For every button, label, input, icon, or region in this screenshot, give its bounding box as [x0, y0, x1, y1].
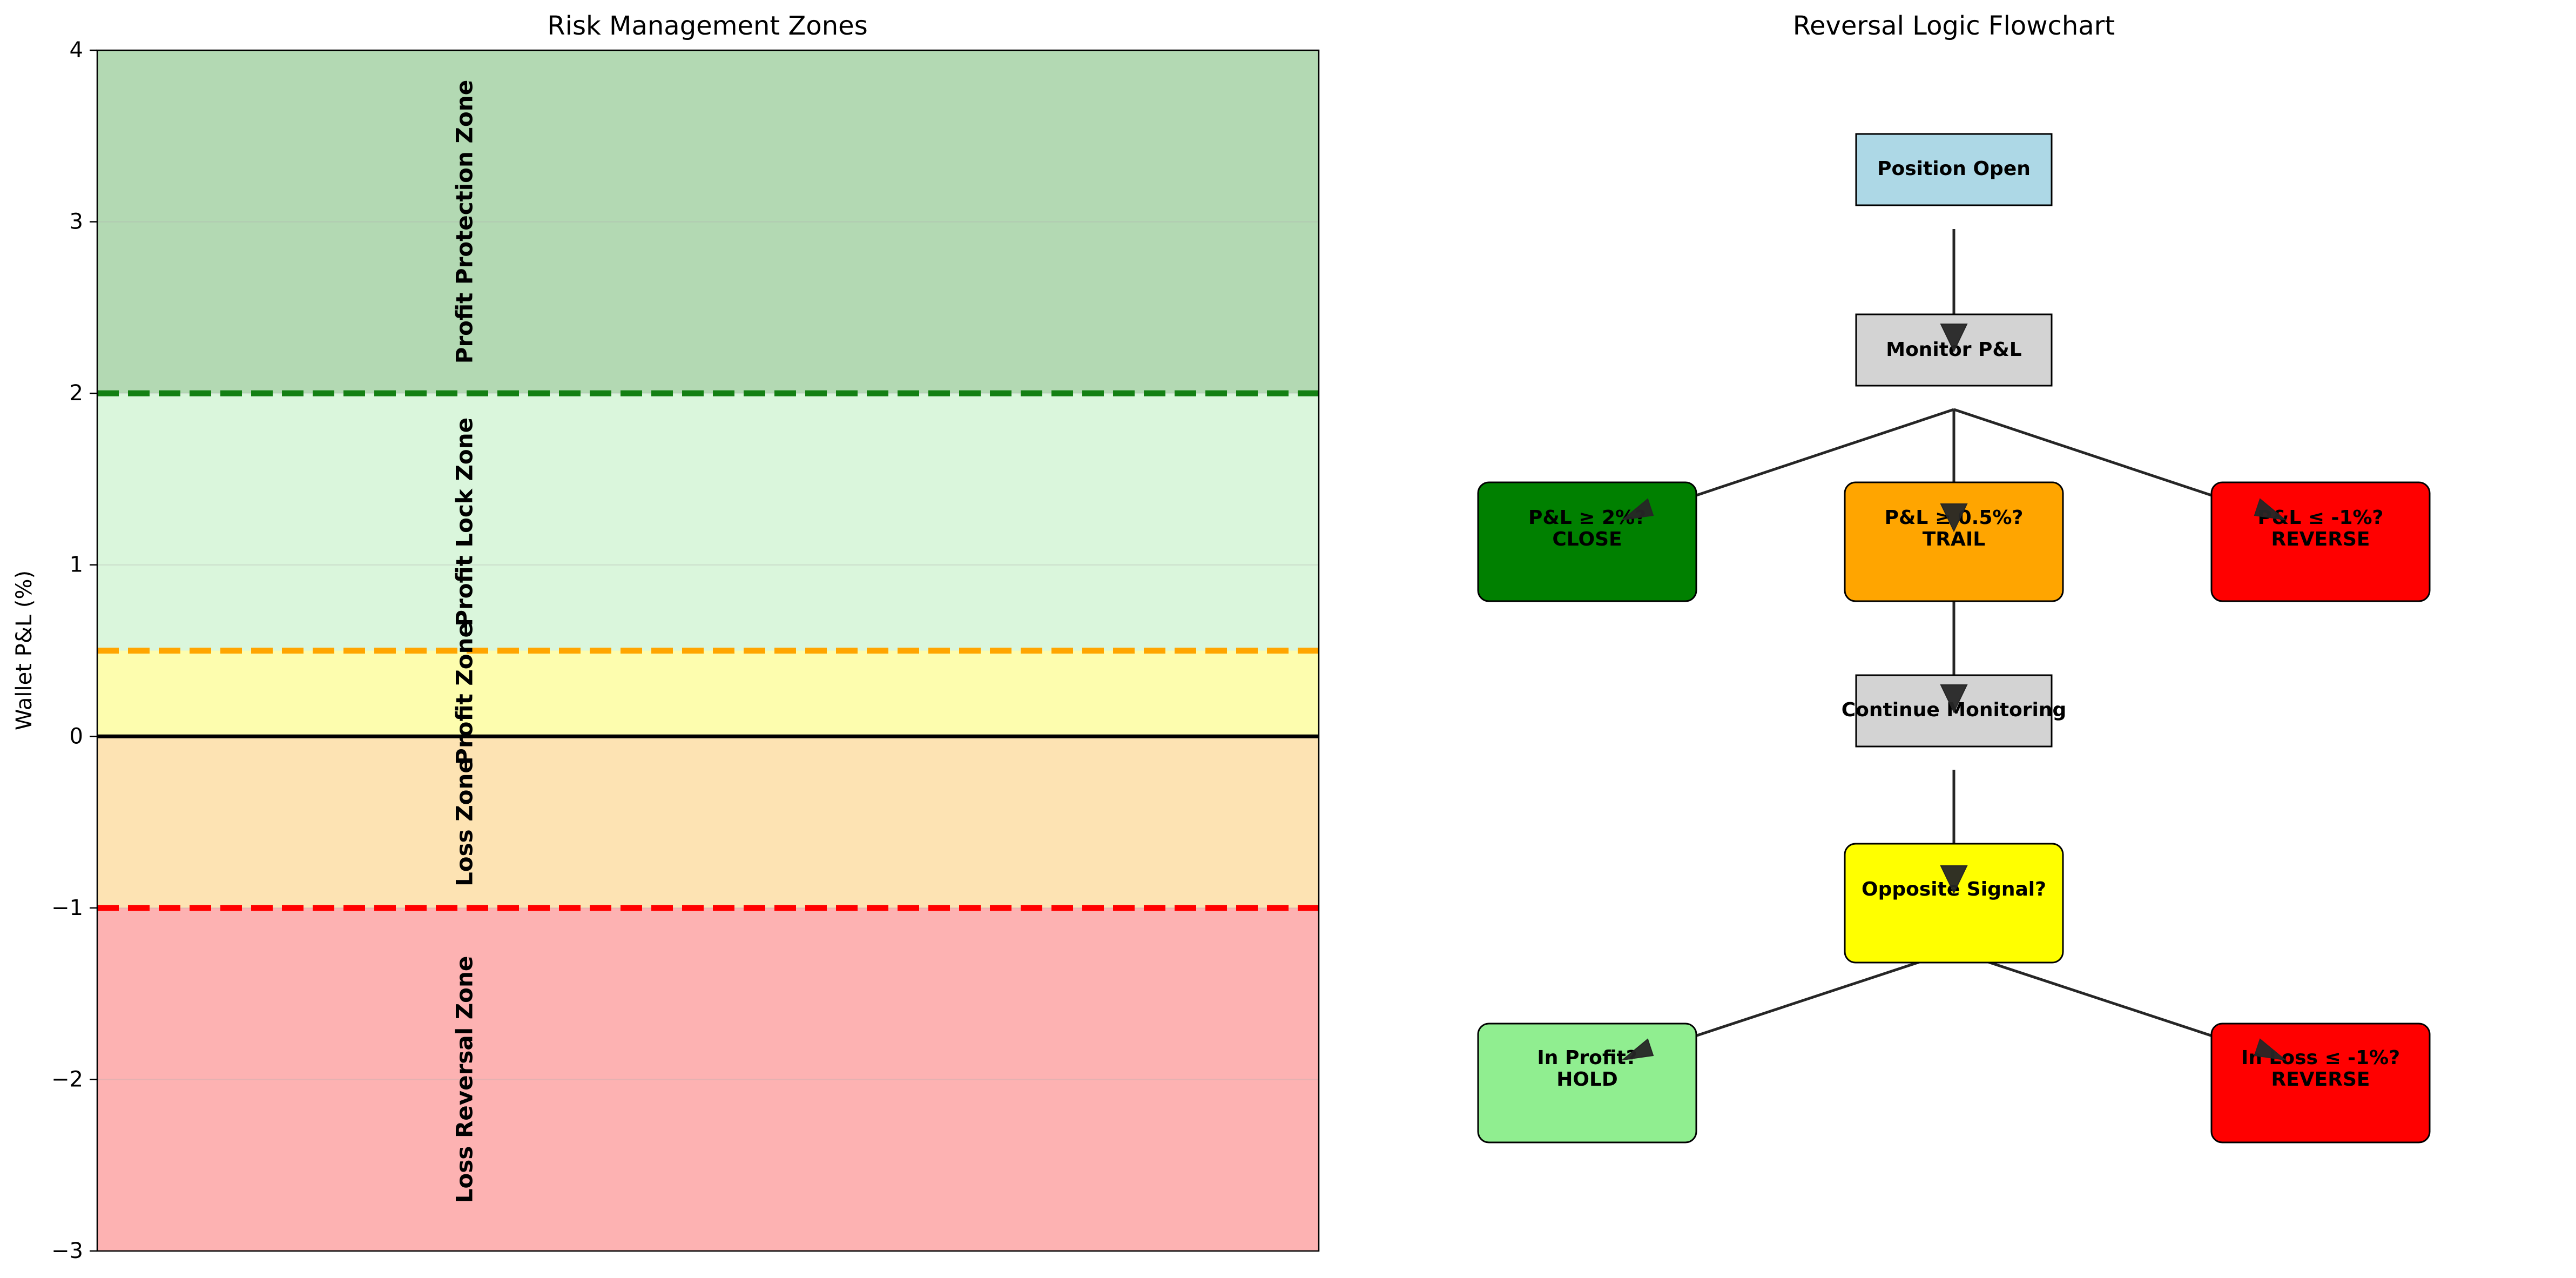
node-label-line-2: REVERSE [2271, 1068, 2370, 1091]
risk-chart-title: Risk Management Zones [547, 11, 867, 41]
zone-label: Loss Reversal Zone [451, 956, 478, 1203]
node-box [1844, 843, 2064, 964]
flow-node-close: P&L ≥ 2%? CLOSE [1477, 481, 1697, 602]
arrowhead-to-trail [1940, 503, 1968, 533]
arrowhead-to-close [1621, 498, 1654, 521]
arrowhead-to-reverse [2254, 498, 2287, 521]
flow-node-position-open: Position Open [1855, 133, 2053, 206]
y-tick-label: 2 [70, 381, 83, 406]
y-axis-label: Wallet P&L (%) [12, 570, 37, 730]
arrowhead-to-signal [1940, 865, 1968, 894]
zone-band [97, 907, 1319, 1251]
threshold-layer [97, 390, 1319, 911]
zone-label: Loss Zone [451, 758, 478, 886]
y-tick-label: −3 [51, 1239, 83, 1263]
zone-band [97, 650, 1319, 737]
reversal-flowchart: Reversal Logic Flowchart Position Open M… [1477, 11, 2431, 1144]
node-label-line-2: REVERSE [2271, 528, 2370, 550]
zones-layer [97, 50, 1319, 1251]
zone-band [97, 736, 1319, 908]
flow-node-reverse-2: In Loss ≤ -1%? REVERSE [2210, 1023, 2431, 1144]
flowchart-arrowheads [1621, 324, 2287, 1061]
y-axis-ticks: 4 3 2 1 0 −1 −2 −3 [51, 38, 97, 1263]
flow-node-reverse-1: P&L ≤ -1%? REVERSE [2210, 481, 2431, 602]
arrowhead-to-monitor [1940, 324, 1968, 353]
arrowhead-to-reverse-2 [2254, 1038, 2287, 1061]
arrowhead-to-continue [1940, 684, 1968, 714]
zone-label: Profit Zone [451, 622, 478, 765]
y-tick-label: 3 [70, 210, 83, 234]
node-box [1855, 133, 2053, 206]
node-box [1844, 481, 2064, 602]
zone-label: Profit Protection Zone [451, 80, 478, 364]
flowchart-title: Reversal Logic Flowchart [1793, 11, 2115, 41]
y-tick-label: 0 [70, 724, 83, 749]
y-tick-label: 1 [70, 553, 83, 577]
zone-band [97, 393, 1319, 651]
node-label-line-2: CLOSE [1552, 528, 1622, 550]
risk-zones-chart: Risk Management Zones Profit Protection … [12, 11, 1320, 1263]
flow-node-hold: In Profit? HOLD [1477, 1023, 1697, 1144]
zone-label: Profit Lock Zone [451, 418, 478, 627]
y-tick-label: −2 [51, 1067, 83, 1092]
y-tick-label: −1 [51, 896, 83, 920]
node-label-line-1: In Profit? [1537, 1047, 1637, 1069]
node-label-line-2: HOLD [1556, 1068, 1618, 1091]
flow-node-opposite-signal: Opposite Signal? [1844, 843, 2064, 964]
flow-node-trail: P&L ≥ 0.5%? TRAIL [1844, 481, 2064, 602]
zone-band [97, 50, 1319, 394]
arrowhead-to-hold [1621, 1038, 1654, 1061]
plot-frame [96, 49, 1320, 1252]
node-label: Position Open [1877, 158, 2031, 180]
y-tick-label: 4 [70, 38, 83, 63]
